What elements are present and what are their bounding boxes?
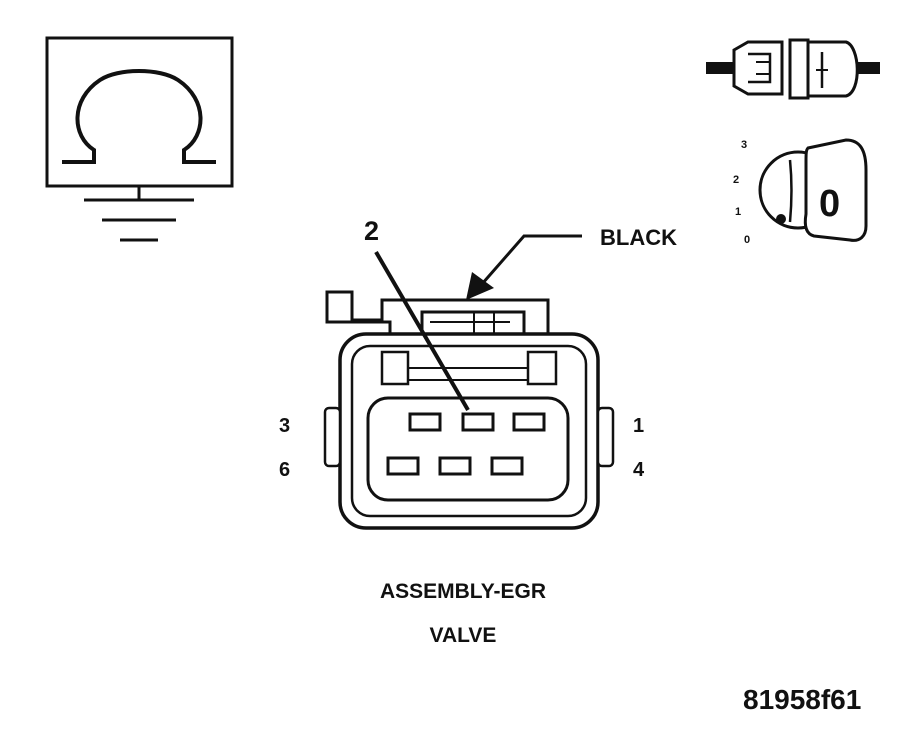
pin-2-label: 2 (364, 216, 379, 246)
terminal-6 (386, 456, 420, 476)
ohmmeter-ground-icon (45, 36, 234, 242)
terminal-2 (461, 412, 495, 432)
terminal-3 (408, 412, 442, 432)
egr-valve-connector (323, 290, 615, 530)
caption-line-2: VALVE (429, 624, 497, 647)
terminal-5 (438, 456, 472, 476)
pin-1-label: 1 (633, 415, 644, 437)
black-wire-label: BLACK (600, 225, 677, 250)
figure-number: 81958f61 (743, 684, 862, 715)
ignition-position-3: 3 (741, 139, 747, 151)
ignition-key-off-icon: 0 3 2 1 0 (733, 138, 868, 246)
disconnect-connector-icon (706, 38, 880, 100)
terminal-4 (490, 456, 524, 476)
pin-4-label: 4 (633, 459, 645, 481)
caption-line-1: ASSEMBLY-EGR (379, 580, 547, 603)
pin-6-label: 6 (279, 459, 290, 481)
ignition-position-2: 2 (733, 174, 739, 186)
terminal-1 (512, 412, 546, 432)
ignition-position-0: 0 (744, 234, 750, 246)
black-leader-arrow (466, 234, 582, 300)
pin-2-pointer (374, 250, 470, 412)
ignition-position-1: 1 (735, 206, 741, 218)
ignition-key-symbol: 0 (819, 183, 840, 225)
pin-3-label: 3 (279, 415, 290, 437)
